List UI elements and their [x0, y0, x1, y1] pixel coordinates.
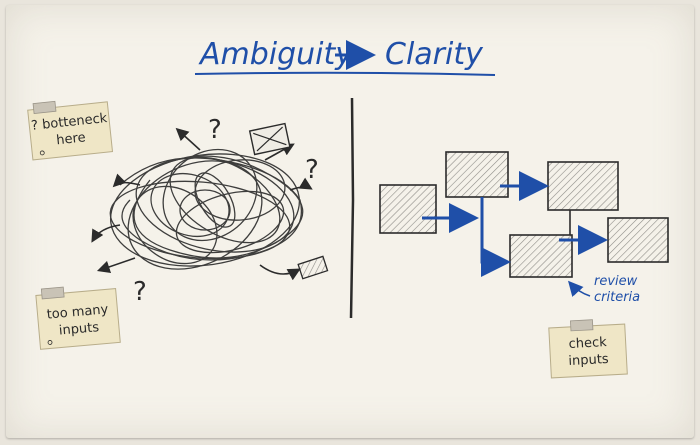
title-ambiguity: Ambiguity — [198, 37, 354, 72]
flow-arrows — [422, 171, 608, 277]
sticky-note-too-many-inputs: too many inputs — [35, 286, 121, 350]
flow-diagram — [379, 151, 669, 278]
flow-box-top-right — [547, 161, 619, 211]
title-clarity: Clarity — [385, 37, 484, 72]
question-mark-right: ? — [305, 155, 319, 185]
flow-box-start — [379, 184, 437, 234]
tangle-scribble — [109, 148, 304, 270]
tape-strip — [570, 319, 594, 332]
review-criteria-annotation: review criteria — [568, 274, 640, 305]
question-mark-bottom: ? — [133, 277, 147, 307]
note-check-line1: check — [568, 335, 607, 352]
tape-strip — [32, 100, 57, 114]
arrow-upper-to-review — [480, 197, 511, 277]
annotation-line1: review — [594, 274, 638, 289]
sticky-note-check-inputs: check inputs — [548, 319, 628, 379]
stray-arrows — [91, 127, 313, 281]
center-divider — [349, 97, 355, 319]
small-box-icon — [297, 255, 329, 280]
crossed-box-icon — [248, 122, 291, 156]
note-check-line2: inputs — [568, 352, 609, 369]
question-mark-top: ? — [208, 115, 222, 145]
note-bottleneck-line2: here — [56, 130, 87, 148]
title-underline — [194, 71, 496, 76]
flow-box-upper — [445, 151, 509, 198]
flow-box-review — [509, 234, 573, 278]
title: Ambiguity Clarity — [194, 37, 496, 76]
flow-box-end — [607, 217, 669, 263]
question-marks: ? ? ? — [133, 115, 319, 307]
tape-strip — [40, 286, 65, 300]
annotation-line2: criteria — [594, 290, 640, 305]
note-too-many-line2: inputs — [58, 320, 100, 338]
annotation-arrow — [568, 280, 591, 297]
sticky-note-bottleneck: ? botteneck here — [27, 100, 114, 161]
note-too-many-line1: too many — [46, 302, 109, 322]
